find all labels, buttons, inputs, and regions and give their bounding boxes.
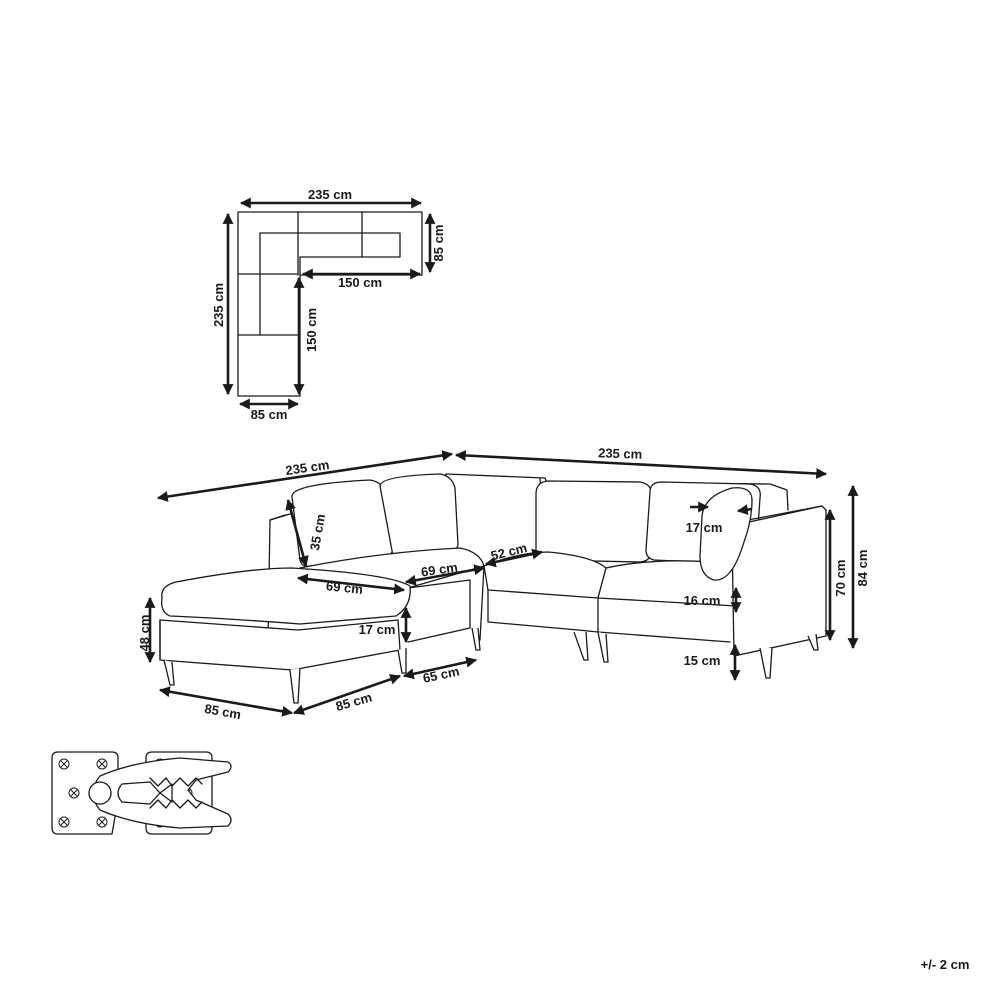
ottoman-length-label: 85 cm [334, 689, 374, 714]
seat-depth-a-label: 69 cm [325, 578, 363, 597]
back-cushion-1 [291, 479, 394, 568]
plan-view: 235 cm 85 cm 150 cm 235 cm 150 cm 85 cm [211, 187, 446, 422]
ottoman-height-label: 48 cm [137, 615, 152, 652]
tolerance-note: +/- 2 cm [921, 957, 970, 972]
back-height-label: 70 cm [833, 560, 848, 597]
back-cushion-3 [535, 480, 653, 563]
plan-top-label: 235 cm [308, 187, 352, 202]
seat-depth-b-dim-line [404, 564, 486, 586]
leg-height-label: 15 cm [684, 653, 721, 668]
plan-bottom-label: 85 cm [251, 407, 288, 422]
ottoman-cushion-label: 17 cm [359, 622, 396, 637]
ottoman-cushion [161, 567, 411, 625]
seat-depth-b-label: 69 cm [420, 560, 459, 580]
overall-left-label: 235 cm [284, 457, 330, 478]
ottoman-length-dim-line [292, 674, 402, 715]
overall-left-dim-line [156, 450, 454, 502]
cushion-height-dim-line [285, 498, 309, 568]
pillow-width-label: 17 cm [686, 520, 723, 535]
overall-right-label: 235 cm [598, 445, 643, 462]
sofa-perspective [159, 473, 827, 704]
connector-clip-icon [51, 751, 232, 835]
overall-right-dim-line [454, 450, 828, 479]
seat-depth-a-dim-line [296, 573, 406, 595]
ottoman-width-dim-line [158, 686, 294, 717]
plan-left-label: 235 cm [211, 283, 226, 327]
module-width-dim-line [402, 656, 478, 680]
module-width-label: 65 cm [421, 663, 460, 685]
seat-cushion-label: 16 cm [684, 593, 721, 608]
plan-inner-top-label: 150 cm [338, 275, 382, 290]
plan-right-label: 85 cm [431, 225, 446, 262]
ottoman-width-label: 85 cm [203, 701, 242, 722]
pillow-right-arrow [736, 504, 753, 516]
cushion-height-label: 35 cm [307, 513, 328, 552]
total-height-label: 84 cm [855, 550, 870, 587]
back-cushion-2 [379, 473, 459, 557]
seat-depth-c-dim-line [484, 548, 544, 568]
plan-inner-left-label: 150 cm [304, 308, 319, 352]
